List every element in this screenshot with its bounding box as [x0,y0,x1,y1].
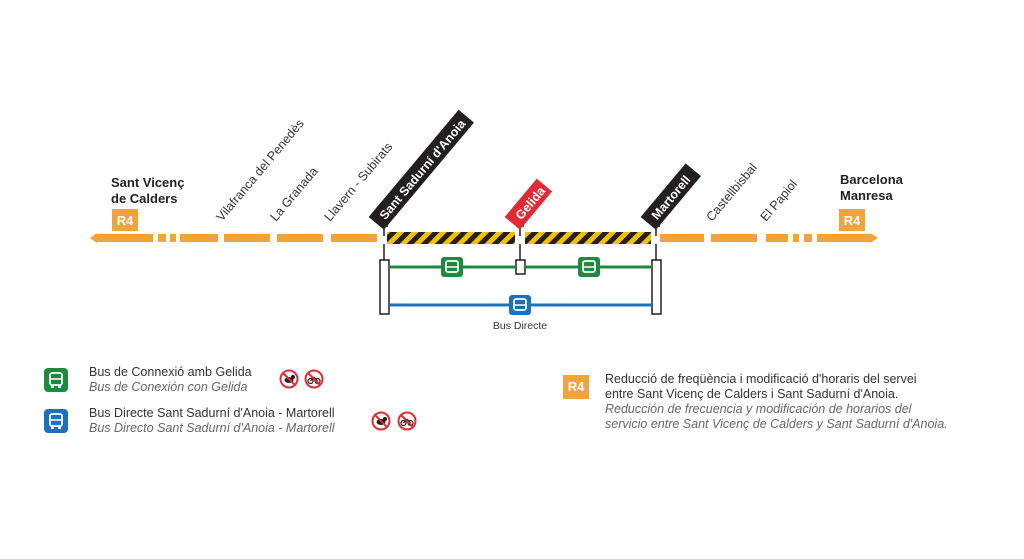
station-sant-sadurni-box: Sant Sadurní d'Anoia [368,109,474,230]
station-gelida-box: Gelida [504,178,553,230]
legend-r4-text: Reducció de freqüència i modificació d'h… [605,372,948,432]
bus-directe-label: Bus Directe [493,320,547,332]
legend-bus-connexio-es: Bus de Conexión con Gelida [89,380,248,394]
legend-bus-connexio-ca: Bus de Connexió amb Gelida [89,365,252,379]
bus-icon [509,295,531,315]
legend-r4-es-2: servicio entre Sant Vicenç de Calders y … [605,417,948,431]
legend-bus-connexio: Bus de Connexió amb Gelida Bus de Conexi… [89,365,252,395]
legend-bus-directe: Bus Directe Sant Sadurní d'Anoia - Marto… [89,406,335,436]
legend-r4-es-1: Reducción de frecuencia y modificación d… [605,402,912,416]
station-el-papiol: El Papiol [758,177,800,224]
station-vilafranca: Vilafranca del Penedès [214,117,307,224]
affected-section-1 [387,232,515,244]
sant-sadurni-bus-stop [379,259,390,315]
bus-icon [578,257,600,277]
bus-icon [44,409,68,433]
legend-bus-directe-ca: Bus Directe Sant Sadurní d'Anoia - Marto… [89,406,335,420]
line-left-section [90,233,377,243]
legend-r4-ca-2: entre Sant Vicenç de Calders i Sant Sadu… [605,387,899,401]
terminal-right-line2: Manresa [840,188,894,203]
bus-icon [441,257,463,277]
r4-badge-left-text: R4 [117,213,134,228]
terminal-left-line2: de Calders [111,191,177,206]
station-sant-sadurni: Sant Sadurní d'Anoia [377,116,469,222]
affected-section-2 [525,232,651,244]
legend-bus-directe-es: Bus Directo Sant Sadurní d'Anoia - Marto… [89,421,335,435]
legend-r4-ca-1: Reducció de freqüència i modificació d'h… [605,372,917,386]
r4-badge-right-text: R4 [844,213,861,228]
martorell-bus-stop [651,259,662,315]
no-bicycle-icon [397,411,417,431]
station-la-granada: La Granada [268,164,321,224]
terminal-left-line1: Sant Vicenç [111,175,184,190]
station-martorell-box: Martorell [640,163,701,230]
station-martorell: Martorell [649,173,694,222]
r4-badge-right [839,209,865,231]
station-castellbisbal: Castellbisbal [704,161,760,224]
bus-icon [44,368,68,392]
r4-badge-left [112,209,138,231]
line-right-section [660,233,878,243]
right-arrow-icon [870,233,878,243]
no-bicycle-icon [304,369,324,389]
no-pets-icon [371,411,391,431]
gelida-bus-stop [515,259,526,275]
legend-r4-badge: R4 [563,375,589,399]
no-pets-icon [279,369,299,389]
terminal-right-line1: Barcelona [840,172,904,187]
